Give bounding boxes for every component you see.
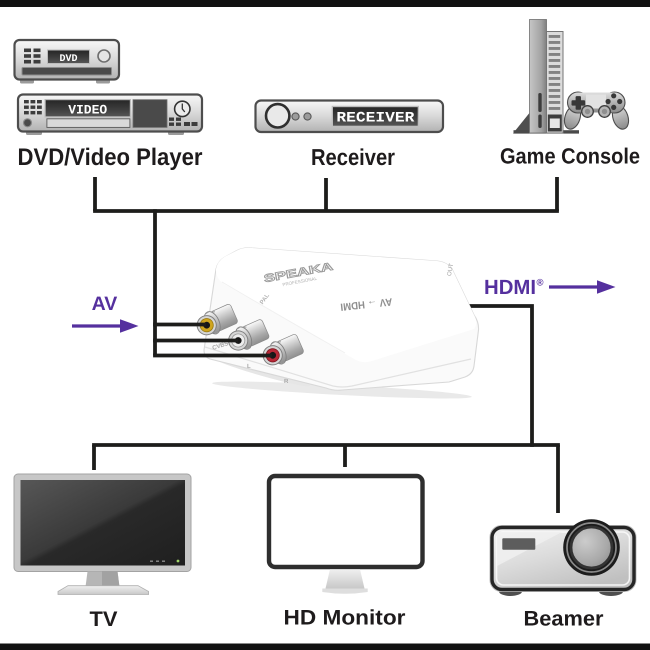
svg-text:®: ® [537, 278, 544, 289]
svg-text:AV → HDMI: AV → HDMI [340, 295, 393, 312]
svg-text:OUT: OUT [446, 263, 455, 277]
svg-text:HDMI: HDMI [484, 276, 536, 299]
svg-text:AV: AV [92, 293, 118, 315]
svg-text:Receiver: Receiver [311, 144, 395, 170]
svg-text:VIDEO: VIDEO [68, 102, 107, 117]
svg-text:DVD: DVD [59, 54, 77, 65]
svg-text:CVBS: CVBS [211, 340, 229, 352]
svg-text:L: L [247, 363, 251, 370]
svg-text:R: R [284, 378, 289, 385]
svg-text:PROFESSIONAL: PROFESSIONAL [282, 276, 318, 287]
svg-text:HD Monitor: HD Monitor [284, 607, 406, 630]
svg-text:RECEIVER: RECEIVER [336, 110, 414, 126]
svg-text:Beamer: Beamer [524, 608, 604, 631]
svg-text:Game Console: Game Console [500, 144, 640, 169]
svg-text:DVD/Video Player: DVD/Video Player [18, 144, 203, 171]
svg-text:TV: TV [90, 608, 118, 631]
